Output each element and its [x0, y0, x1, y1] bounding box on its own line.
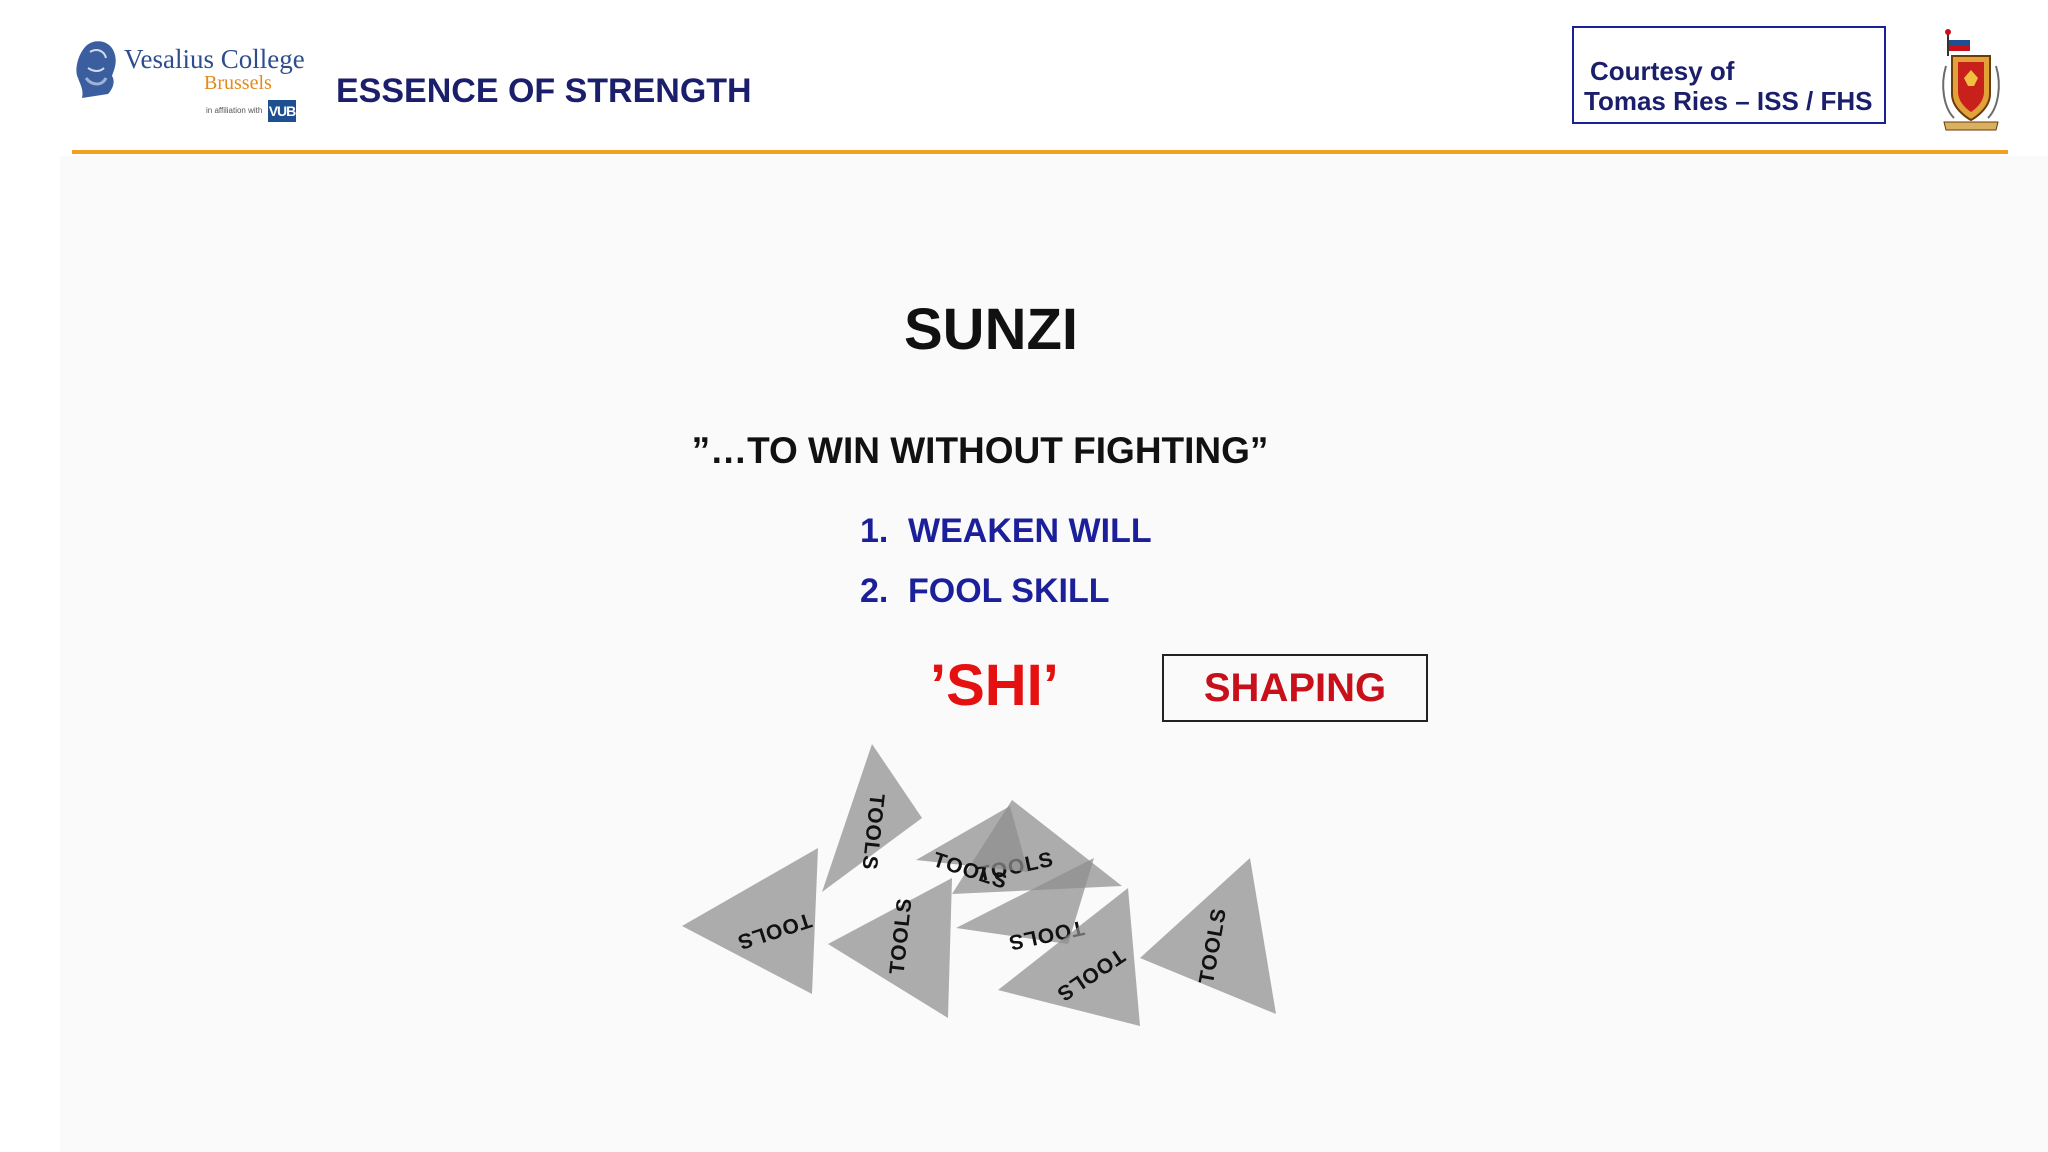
- list-number: 2.: [860, 572, 889, 610]
- tools-triangle: TOOLS: [828, 878, 952, 1018]
- list-label: WEAKEN WILL: [908, 512, 1152, 550]
- courtesy-line-1: Courtesy of: [1590, 56, 1735, 86]
- vesalius-portrait-icon: [76, 41, 116, 98]
- list-number: 1.: [860, 512, 889, 550]
- logo-name: Vesalius College: [124, 44, 305, 74]
- courtesy-line-2: Tomas Ries – ISS / FHS: [1584, 86, 1873, 116]
- shaping-label: SHAPING: [1203, 665, 1387, 710]
- list-item: 2. FOOL SKILL: [860, 572, 1152, 632]
- numbered-list: 1. WEAKEN WILL 2. FOOL SKILL: [860, 512, 1152, 632]
- vub-logo: VUB: [268, 100, 296, 122]
- logo-affiliation: in affiliation with: [206, 106, 263, 115]
- slide-title: SUNZI: [904, 297, 1078, 362]
- vesalius-college-logo: Vesalius College Brussels in affiliation…: [72, 38, 305, 128]
- courtesy-box: Courtesy of Tomas Ries – ISS / FHS: [1572, 26, 1886, 124]
- header-divider: [72, 150, 2008, 154]
- shi-text: ’SHI’: [930, 653, 1059, 718]
- slide-quote: ”…TO WIN WITHOUT FIGHTING”: [691, 430, 1269, 471]
- tools-triangle: TOOLS: [682, 848, 818, 994]
- shaping-box: SHAPING: [1162, 654, 1428, 722]
- tools-triangle: TOOLS: [822, 744, 922, 892]
- tools-triangle: TOOLS: [1140, 858, 1276, 1014]
- crest-icon: [1942, 29, 2000, 131]
- tools-triangle: TOOLS: [998, 888, 1140, 1026]
- header-title: ESSENCE OF STRENGTH: [336, 72, 752, 110]
- list-label: FOOL SKILL: [908, 572, 1110, 610]
- logo-city: Brussels: [204, 72, 272, 94]
- list-item: 1. WEAKEN WILL: [860, 512, 1152, 572]
